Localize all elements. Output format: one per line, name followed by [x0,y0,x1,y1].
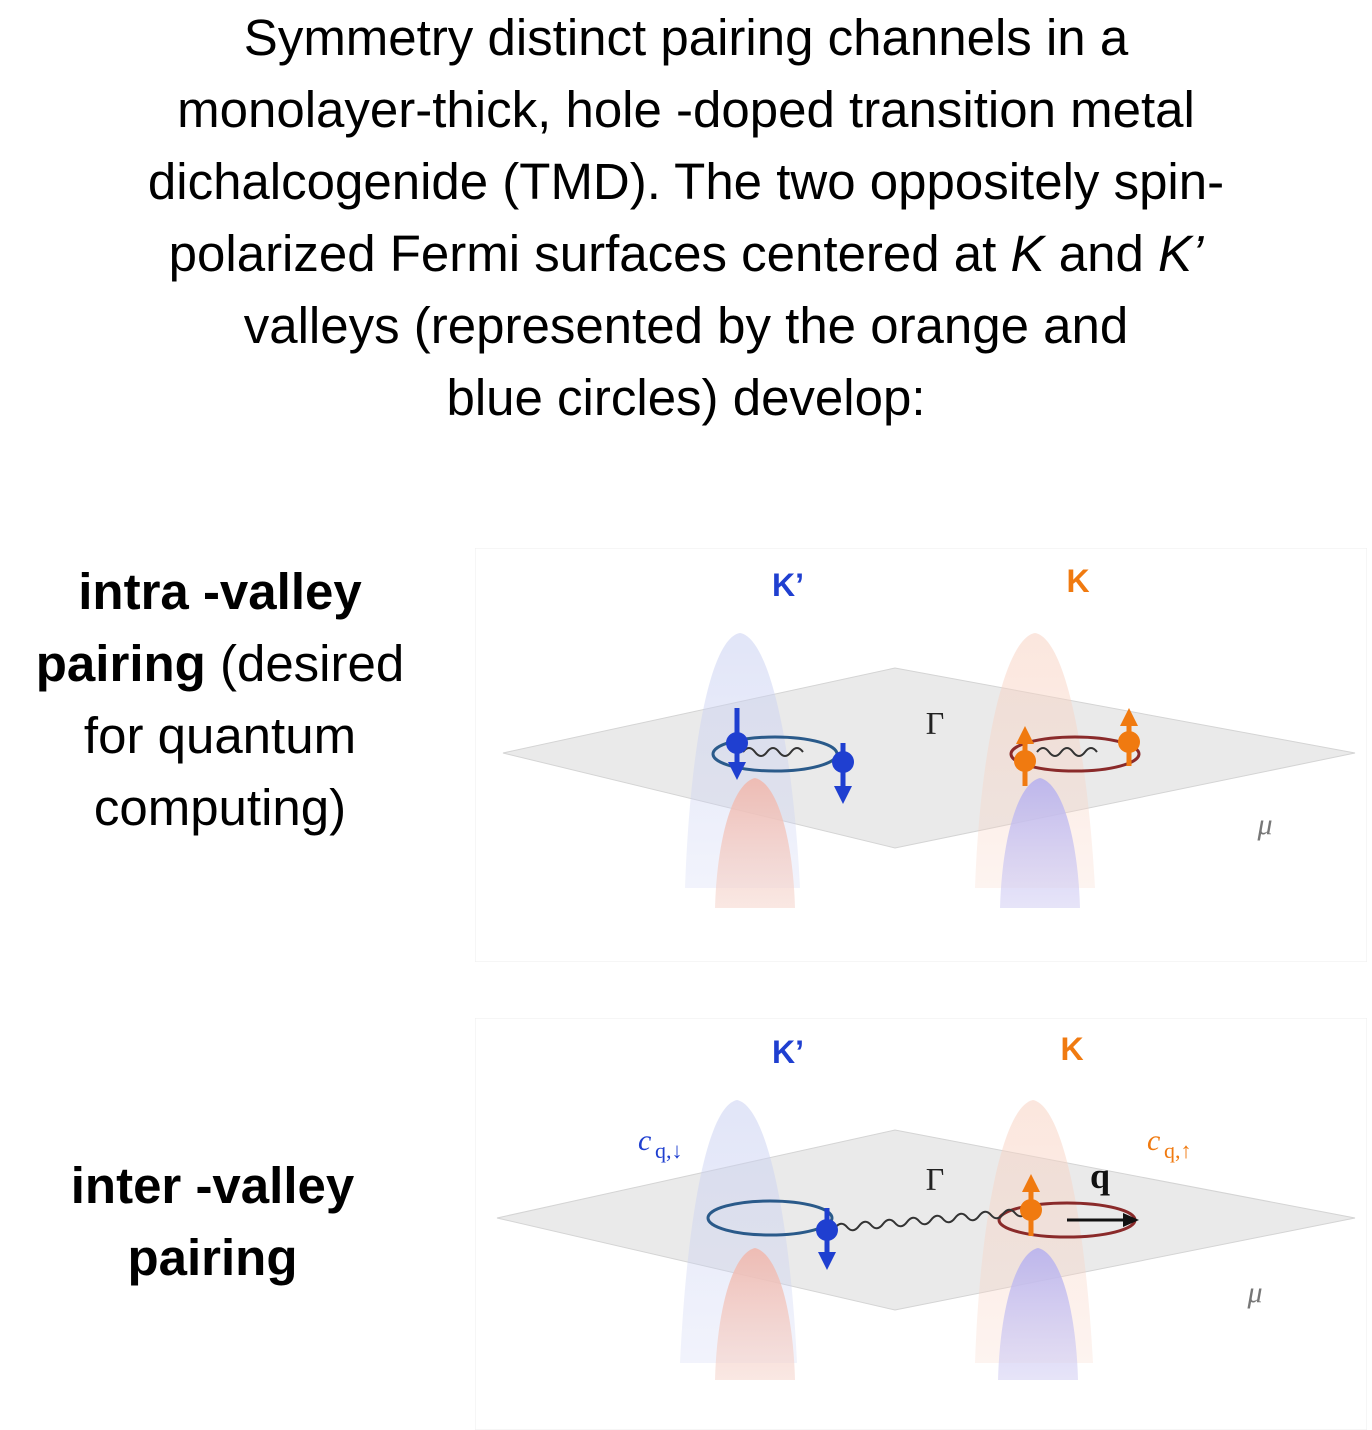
caption-line-6: blue circles) develop: [446,369,926,426]
intra-valley-svg: K’ K Γ μ [475,548,1367,962]
valley-k-dome [1000,778,1080,908]
figure-caption: Symmetry distinct pairing channels in a … [10,2,1362,434]
intra-note-3: computing) [93,779,347,836]
caption-line-2: monolayer-thick, hole -doped transition … [177,81,1195,138]
electron-spin-down [816,1208,838,1270]
valley-kprime-label: K’ [772,567,804,603]
pairing-wave-kprime [742,747,804,757]
inter-valley-svg: K’ K Γ q μ c q,↓ c q,↑ [475,1018,1367,1430]
valley-k-label: K [1066,563,1089,599]
inter-valley-title: inter -valley [70,1157,355,1214]
intra-pairing-title: pairing [35,635,206,692]
pairing-wave-k [1036,747,1098,757]
inter-pairing-title: pairing [127,1229,298,1286]
caption-line-5: valleys (represented by the orange and [243,297,1129,354]
gamma-point-label: Γ [926,705,945,741]
operator-c-down-symbol: c [638,1124,651,1157]
electron-spin-up-1 [1014,726,1036,786]
intra-note-1: (desired [205,635,405,692]
chemical-potential-label: μ [1256,808,1272,841]
valley-kprime-label: K’ [772,1034,804,1070]
gamma-point-label: Γ [926,1161,945,1197]
caption-line-4-mid: and [1044,225,1158,282]
caption-k-symbol: K [1010,225,1045,282]
inter-valley-pairing-wave [834,1208,1028,1232]
fermi-ring-kprime [706,1199,834,1237]
intra-valley-title: intra -valley [78,563,362,620]
caption-line-4: polarized Fermi surfaces centered at K a… [10,218,1362,290]
electron-spin-up [1020,1174,1042,1236]
operator-c-down-subscript: q,↓ [655,1138,683,1163]
electron-spin-up-2 [1118,708,1140,766]
caption-line-1: Symmetry distinct pairing channels in a [243,9,1129,66]
intra-note-2: for quantum [83,707,357,764]
operator-c-up-symbol: c [1147,1124,1160,1157]
valley-k-dome [998,1248,1078,1380]
inter-valley-diagram: K’ K Γ q μ c q,↓ c q,↑ [475,1018,1367,1430]
caption-kprime-symbol: K’ [1157,225,1204,282]
momentum-arrow [1067,1213,1139,1227]
inter-valley-label: inter -valley pairing [0,1150,425,1294]
operator-c-q-up: c q,↑ [1147,1124,1192,1163]
electron-spin-down-2 [832,743,854,804]
intra-valley-label: intra -valley pairing (desired for quant… [0,556,440,844]
caption-line-3: dichalcogenide (TMD). The two oppositely… [147,153,1225,210]
electron-spin-down-1 [726,708,748,780]
operator-c-q-down: c q,↓ [638,1124,683,1163]
fermi-ring-k [1009,735,1141,773]
valley-kprime-dome [715,778,795,908]
valley-k-label: K [1060,1031,1083,1067]
intra-valley-diagram: K’ K Γ μ [475,548,1367,962]
valley-kprime-dome [715,1248,795,1380]
chemical-potential-label: μ [1246,1276,1262,1309]
caption-line-4-pre: polarized Fermi surfaces centered at [168,225,1011,282]
momentum-q-label: q [1090,1156,1110,1196]
operator-c-up-subscript: q,↑ [1164,1138,1192,1163]
